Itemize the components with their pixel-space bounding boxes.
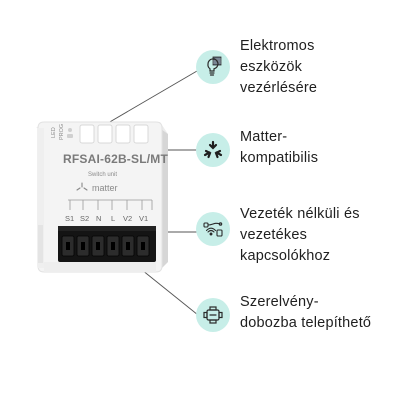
feature-text: Matter- kompatibilis (240, 129, 319, 166)
terminal-label: N (96, 214, 101, 223)
leader-line-1 (107, 70, 198, 124)
matter-logo-icon (196, 133, 230, 167)
leader-lines (107, 70, 199, 316)
prog-label: PROG (59, 124, 65, 140)
device-body: LED PROG RFSAI-62B-SL/MT Switch unit mat… (36, 121, 168, 273)
terminal-label: V2 (123, 214, 132, 223)
model-label: RFSAI-62B-SL/MT (63, 152, 168, 166)
leader-line-4 (141, 269, 199, 316)
brand-logo (79, 124, 149, 144)
terminal-block (58, 226, 156, 262)
terminal-guides (68, 199, 153, 210)
feature-text: Vezeték nélküli és vezetékes kapcsolókho… (240, 206, 360, 264)
terminal-label: S1 (65, 214, 74, 223)
lightbulb-shutter-icon (196, 50, 230, 84)
terminal-label: S2 (80, 214, 89, 223)
terminal-label: V1 (139, 214, 148, 223)
feature-text: Szerelvény- dobozba telepíthető (240, 294, 372, 331)
led-indicator (68, 128, 72, 132)
junction-box-icon (196, 298, 230, 332)
prog-button[interactable] (67, 134, 73, 138)
terminal-label: L (111, 214, 115, 223)
matter-mini-icon (76, 182, 88, 191)
brand-label: matter (92, 183, 118, 193)
feature-text: Elektromos eszközök vezérlésére (240, 38, 318, 96)
subtitle-label: Switch unit (88, 172, 117, 178)
wired-wireless-switch-icon (196, 212, 230, 246)
led-label: LED (51, 127, 57, 138)
